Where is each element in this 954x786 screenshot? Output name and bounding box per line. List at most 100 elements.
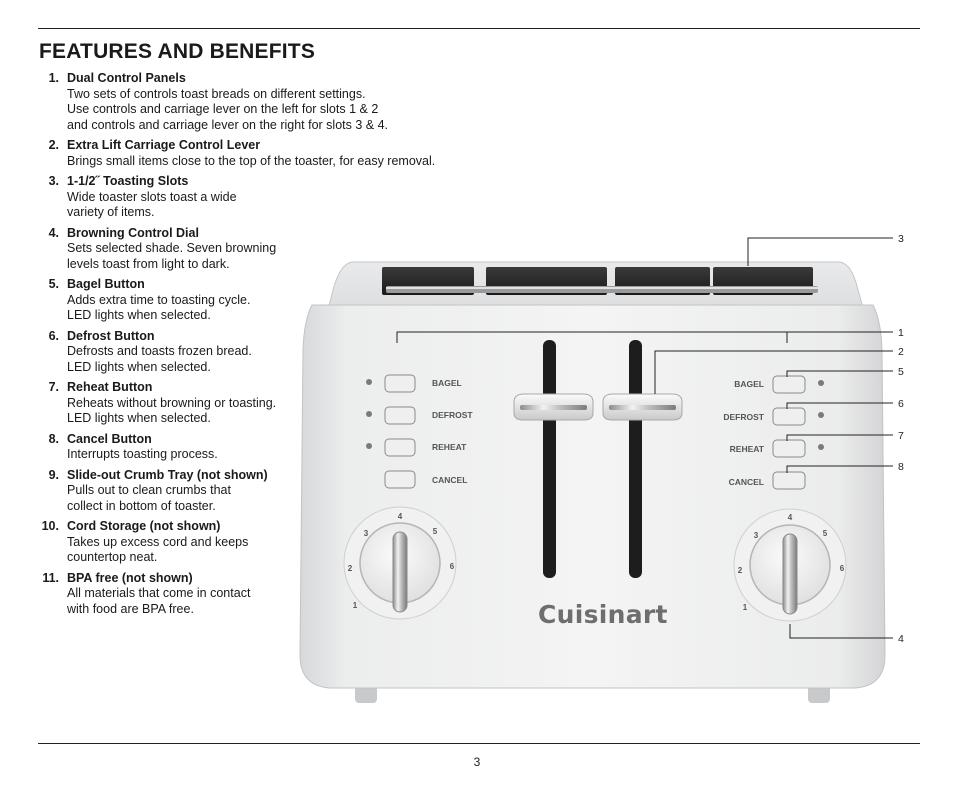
page-heading: FEATURES AND BENEFITS xyxy=(39,40,316,63)
feature-item: 9. Slide-out Crumb Tray (not shown)Pulls … xyxy=(40,468,308,515)
feature-title: Browning Control Dial xyxy=(67,225,199,240)
feature-description-line: and controls and carriage lever on the r… xyxy=(67,117,389,132)
defrost-button-left[interactable] xyxy=(384,406,416,425)
feature-number: 8. xyxy=(48,431,59,446)
cancel-button-right[interactable] xyxy=(772,471,806,490)
feature-description-line: LED lights when selected. xyxy=(67,411,211,425)
feature-description-line: Sets selected shade. Seven browning xyxy=(67,241,277,255)
callout-line-4 xyxy=(789,624,893,639)
feature-number: 5. xyxy=(48,277,59,291)
feature-title: Bagel Button xyxy=(67,277,145,291)
feature-title: Cord Storage (not shown) xyxy=(67,519,221,533)
feature-description-line: Defrosts and toasts frozen bread. xyxy=(67,344,252,358)
callout-6: 6 xyxy=(898,398,904,410)
left-dial-num-2: 2 xyxy=(348,564,353,573)
led-bagel-right xyxy=(818,380,824,386)
callout-8: 8 xyxy=(898,461,904,473)
right-carriage-lever xyxy=(602,393,683,421)
cancel-label-right: CANCEL xyxy=(729,477,764,487)
defrost-button-right[interactable] xyxy=(772,407,806,426)
callout-line-3 xyxy=(747,237,893,266)
feature-number: 4. xyxy=(48,225,59,240)
right-dial-knob[interactable] xyxy=(782,533,798,615)
callout-line-7 xyxy=(786,434,893,441)
right-dial-num-5: 5 xyxy=(823,529,828,538)
callout-line-1 xyxy=(396,331,893,343)
cancel-label-left: CANCEL xyxy=(432,475,467,485)
led-reheat-left xyxy=(366,443,372,449)
feature-number: 11. xyxy=(42,570,59,585)
feature-title: BPA free (not shown) xyxy=(67,570,193,585)
bagel-button-left[interactable] xyxy=(384,374,416,393)
brand-logo: Cuisinart xyxy=(538,600,668,629)
left-dial-num-4: 4 xyxy=(398,512,403,521)
led-defrost-left xyxy=(366,411,372,417)
callout-lines xyxy=(396,237,893,639)
feature-title: Defrost Button xyxy=(67,328,155,343)
right-dial-num-1: 1 xyxy=(743,603,748,612)
left-dial-knob[interactable] xyxy=(392,531,408,613)
feature-number: 7. xyxy=(48,380,59,394)
reheat-label-right: REHEAT xyxy=(730,444,765,454)
feature-number: 3. xyxy=(48,174,59,188)
feature-number: 2. xyxy=(48,138,59,152)
callout-line-8 xyxy=(786,465,893,473)
cancel-button-left[interactable] xyxy=(384,470,416,489)
feature-item: 10. Cord Storage (not shown)Takes up exce… xyxy=(40,519,308,566)
feature-number: 6. xyxy=(48,328,59,343)
feature-description-line: Takes up excess cord and keeps xyxy=(67,534,249,549)
feature-description-line: All materials that come in contact xyxy=(67,586,251,600)
reheat-button-right[interactable] xyxy=(772,439,806,458)
callout-4: 4 xyxy=(898,633,904,645)
reheat-button-left[interactable] xyxy=(384,438,416,457)
feature-description-line: countertop neat. xyxy=(67,550,158,564)
left-carriage-lever xyxy=(513,393,594,421)
left-browning-dial: 1 2 3 4 5 6 xyxy=(343,506,457,620)
bagel-button-right[interactable] xyxy=(772,375,806,394)
right-dial-num-3: 3 xyxy=(754,531,759,540)
right-dial-num-2: 2 xyxy=(738,566,743,575)
left-dial-num-5: 5 xyxy=(433,527,438,536)
callout-7: 7 xyxy=(898,430,904,442)
feature-description-line: variety of items. xyxy=(67,205,155,219)
callout-1: 1 xyxy=(898,327,904,339)
left-control-panel: BAGEL DEFROST REHEAT CANCEL xyxy=(366,374,473,489)
left-dial-num-1: 1 xyxy=(353,601,358,610)
callout-2: 2 xyxy=(898,346,904,358)
page-number: 3 xyxy=(473,755,481,769)
bagel-label-left: BAGEL xyxy=(432,378,462,388)
feature-description-line: LED lights when selected. xyxy=(67,308,211,322)
right-control-panel: BAGEL DEFROST REHEAT CANCEL xyxy=(723,375,824,490)
defrost-label-left: DEFROST xyxy=(432,410,473,420)
feature-title: Slide-out Crumb Tray (not shown) xyxy=(67,467,268,482)
led-reheat-right xyxy=(818,444,824,450)
callout-3: 3 xyxy=(898,233,904,245)
toaster-body xyxy=(299,304,886,689)
feature-number: 1. xyxy=(48,71,59,85)
feature-title: 1-1/2˝ Toasting Slots xyxy=(67,174,189,188)
left-dial-num-3: 3 xyxy=(364,529,369,538)
feature-description-line: Reheats without browning or toasting. xyxy=(67,395,277,410)
reheat-label-left: REHEAT xyxy=(432,442,467,452)
bottom-rule xyxy=(38,743,920,744)
bagel-label-right: BAGEL xyxy=(734,379,764,389)
top-rule xyxy=(38,28,920,29)
feature-number: 9. xyxy=(48,467,59,482)
led-defrost-right xyxy=(818,412,824,418)
feature-description-line: Wide toaster slots toast a wide xyxy=(67,189,237,204)
feature-title: Dual Control Panels xyxy=(67,71,186,85)
feature-title: Reheat Button xyxy=(67,380,153,394)
feature-description-line: Pulls out to clean crumbs that xyxy=(67,483,231,497)
toasting-slots xyxy=(382,267,818,295)
led-bagel-left xyxy=(366,379,372,385)
feature-description-line: Interrupts toasting process. xyxy=(67,447,218,461)
feature-number: 10. xyxy=(41,519,59,533)
feature-description-line: Two sets of controls toast breads on dif… xyxy=(67,86,366,101)
right-browning-dial: 1 2 3 4 5 6 xyxy=(733,508,847,622)
